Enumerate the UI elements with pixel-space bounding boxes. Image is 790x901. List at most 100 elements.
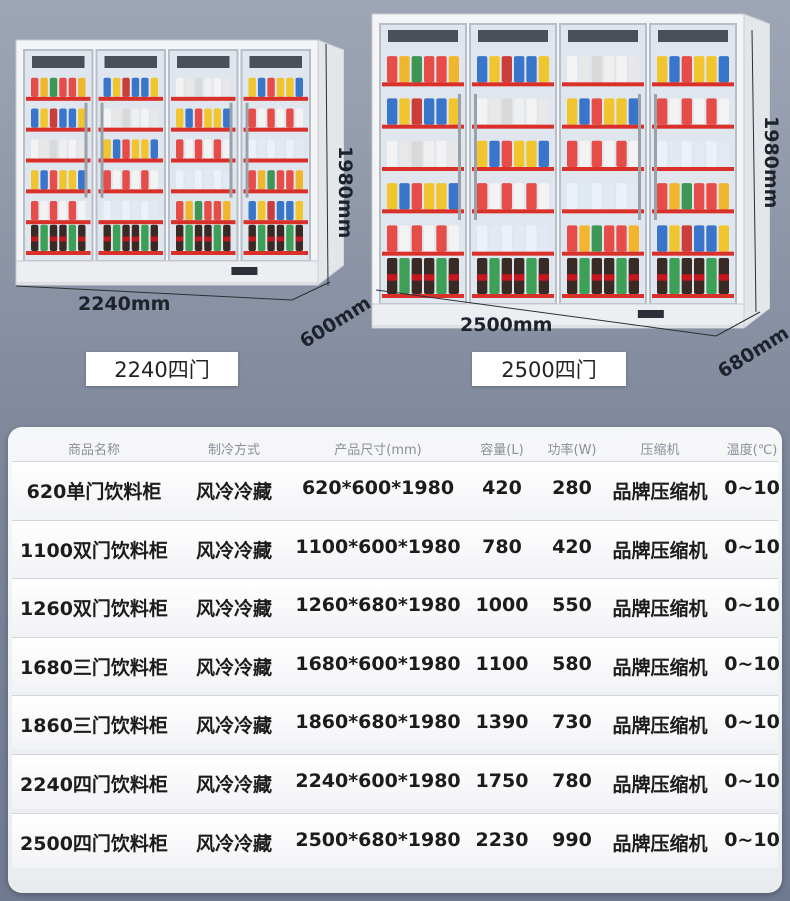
light-box [658,30,728,42]
fridge-door [379,23,467,305]
product-bottle [628,183,639,210]
bottle-label [267,236,275,242]
product-bottle [103,108,111,128]
product-bottle [40,224,48,251]
spec-table: 商品名称制冷方式产品尺寸(mm)容量(L)功率(W)压缩机温度(℃) 620单门… [8,427,782,893]
product-bottle [604,140,615,167]
product-bottle [579,56,590,83]
product-bottle [122,139,130,159]
product-bottle [185,201,193,221]
column-header: 产品尺寸(mm) [334,443,422,458]
product-bottle [286,139,294,159]
product-bottle [399,98,410,125]
bottle-label [591,274,602,281]
product-bottle [436,258,447,294]
product-bottle [694,56,705,83]
product-bottle [40,77,48,97]
product-bottle [257,77,266,97]
product-bottle [387,225,398,252]
product-bottle [176,201,184,221]
table-cell: 1860*680*1980 [295,711,461,734]
base-grille [15,260,319,284]
shelf-strip [26,127,91,132]
bottle-label [223,236,231,242]
product-bottle [669,98,680,125]
product-bottle [616,183,627,210]
product-bottle [31,170,39,190]
left-height-label: 1980mm [334,146,356,239]
table-cell: 2230 [475,828,529,851]
product-bottle [718,140,729,167]
product-bottle [49,201,58,221]
shelf-strip [26,189,91,194]
shelf-strip [171,127,236,132]
table-cell: 420 [552,535,592,558]
bottle-label [295,236,303,242]
product-bottle [399,56,410,83]
shelf-strip [26,220,91,225]
bottle-label [694,274,705,281]
product-bottle [591,56,602,83]
product-bottle [248,108,256,128]
product-bottle [103,77,111,97]
product-bottle [579,258,590,294]
product-bottle [68,77,77,97]
product-bottle [78,170,86,190]
product-bottle [112,139,121,159]
shelf-strip [26,96,91,101]
product-bottle [286,170,294,190]
shelf-strip [243,158,308,163]
product-bottle [616,258,627,294]
column-header: 功率(W) [547,443,597,458]
product-bottle [131,201,140,221]
bottle-label [276,236,285,242]
table-cell: 550 [552,594,592,617]
shelf-strip [171,220,236,225]
shelf-strip [171,96,236,101]
product-bottle [286,108,294,128]
shelf-strip [98,158,163,163]
product-bottle [223,170,231,190]
fridge-door [559,23,647,305]
product-bottle [448,98,459,125]
product-bottle [185,108,193,128]
product-bottle [31,139,39,159]
product-bottle [501,183,512,210]
product-bottle [185,139,193,159]
product-bottle [387,56,398,83]
product-bottle [399,183,410,210]
fridge-door [95,49,166,262]
product-bottle [176,139,184,159]
shelf-strip [472,124,554,129]
product-bottle [436,98,447,125]
fridge-door [168,49,239,262]
product-bottle [669,140,680,167]
bottle-label [176,236,184,242]
product-bottle [579,98,590,125]
bottle-label [628,274,639,281]
product-bottle [257,139,266,159]
product-bottle [591,98,602,125]
product-bottle [489,56,500,83]
table-cell: 1100*600*1980 [295,535,461,558]
door-handle [474,94,477,220]
light-box [104,56,157,68]
product-bottle [706,225,717,252]
product-bottle [567,98,578,125]
product-bottle [436,56,447,83]
product-bottle [477,56,488,83]
product-bottle [213,224,222,251]
light-box [478,30,548,42]
table-cell: 2240*600*1980 [295,770,461,792]
product-bottle [436,225,447,252]
table-cell: 品牌压缩机 [612,539,708,562]
product-bottle [411,225,422,252]
product-bottle [286,201,294,221]
product-bottle [150,77,158,97]
column-header: 温度(℃) [726,443,778,458]
product-bottle [718,56,729,83]
table-cell: 风冷冷藏 [195,481,273,503]
